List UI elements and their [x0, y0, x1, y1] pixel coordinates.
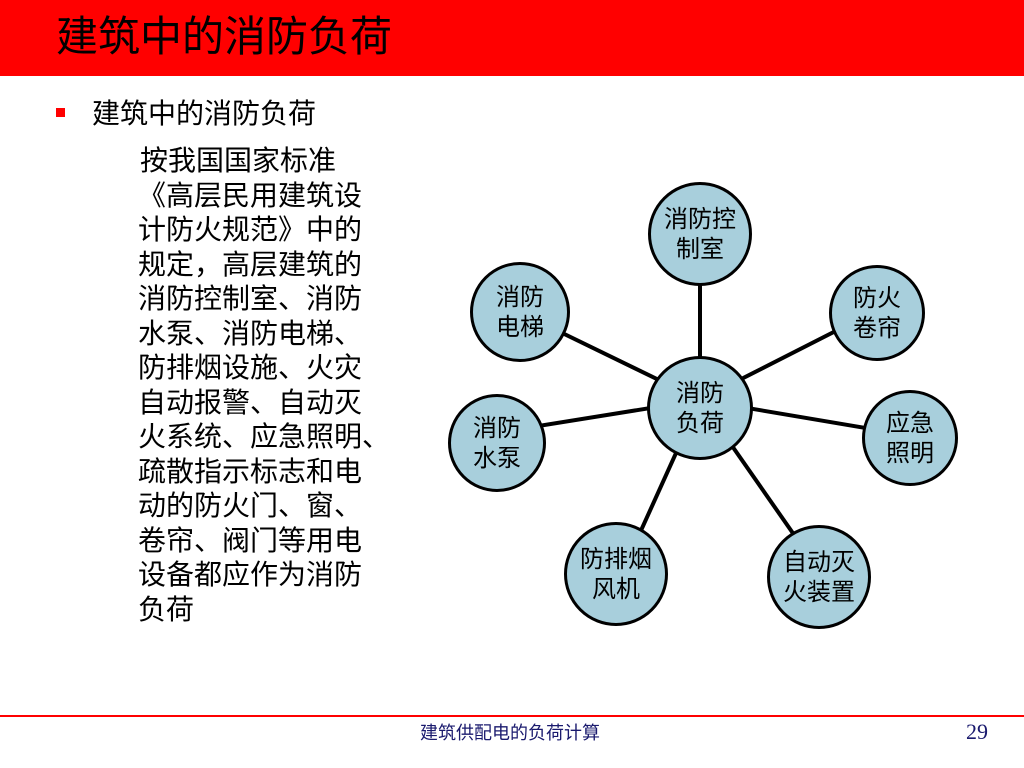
- bullet-heading: 建筑中的消防负荷: [92, 97, 317, 130]
- body-line: 自动报警、自动灭: [138, 385, 363, 419]
- node-label: 防排烟 风机: [580, 545, 652, 603]
- body-line: 火系统、应急照明、: [138, 420, 391, 453]
- body-line: 按我国国家标准: [140, 144, 337, 177]
- fire-load-diagram: 消防 负荷 消防控 制室 防火 卷帘 应急 照明 自动灭 火装置 防排烟 风机 …: [440, 160, 1000, 630]
- body-paragraph: 按我国国家标准 《高层民用建筑设 计防火规范》中的 规定，高层建筑的 消防控制室…: [138, 144, 438, 627]
- slide-title: 建筑中的消防负荷: [56, 12, 393, 61]
- body-line: 卷帘、阀门等用电: [138, 523, 363, 557]
- body-line: 防排烟设施、火灾: [138, 351, 363, 384]
- node-label: 消防 电梯: [496, 283, 544, 341]
- body-line: 设备都应作为消防: [138, 558, 363, 591]
- body-line: 动的防火门、窗、: [138, 489, 363, 522]
- node-label: 消防 水泵: [473, 414, 521, 472]
- node-label: 自动灭 火装置: [783, 548, 855, 606]
- footer-divider: [0, 715, 1024, 717]
- node-control-room: 消防控 制室: [648, 182, 752, 286]
- body-line: 水泵、消防电梯、: [138, 316, 363, 350]
- node-fire-elevator: 消防 电梯: [470, 262, 570, 362]
- node-auto-extinguisher: 自动灭 火装置: [767, 525, 871, 629]
- node-label: 消防控 制室: [664, 205, 736, 263]
- title-bar: [0, 0, 1024, 76]
- node-label: 消防 负荷: [676, 379, 724, 437]
- body-line: 《高层民用建筑设: [138, 178, 363, 212]
- node-fire-pump: 消防 水泵: [448, 394, 546, 492]
- body-line: 疏散指示标志和电: [138, 454, 363, 488]
- node-emergency-lighting: 应急 照明: [862, 390, 958, 486]
- body-line: 消防控制室、消防: [138, 282, 363, 315]
- footer-title: 建筑供配电的负荷计算: [420, 723, 600, 744]
- body-line: 负荷: [138, 592, 195, 626]
- body-line: 规定，高层建筑的: [138, 247, 363, 281]
- page-number: 29: [966, 719, 988, 744]
- node-label: 防火 卷帘: [853, 284, 901, 342]
- bullet-marker: [56, 108, 65, 117]
- body-line: 计防火规范》中的: [138, 213, 363, 246]
- node-center: 消防 负荷: [647, 356, 753, 460]
- node-smoke-exhaust-fan: 防排烟 风机: [564, 522, 668, 626]
- node-fire-shutter: 防火 卷帘: [829, 265, 925, 361]
- node-label: 应急 照明: [886, 409, 934, 467]
